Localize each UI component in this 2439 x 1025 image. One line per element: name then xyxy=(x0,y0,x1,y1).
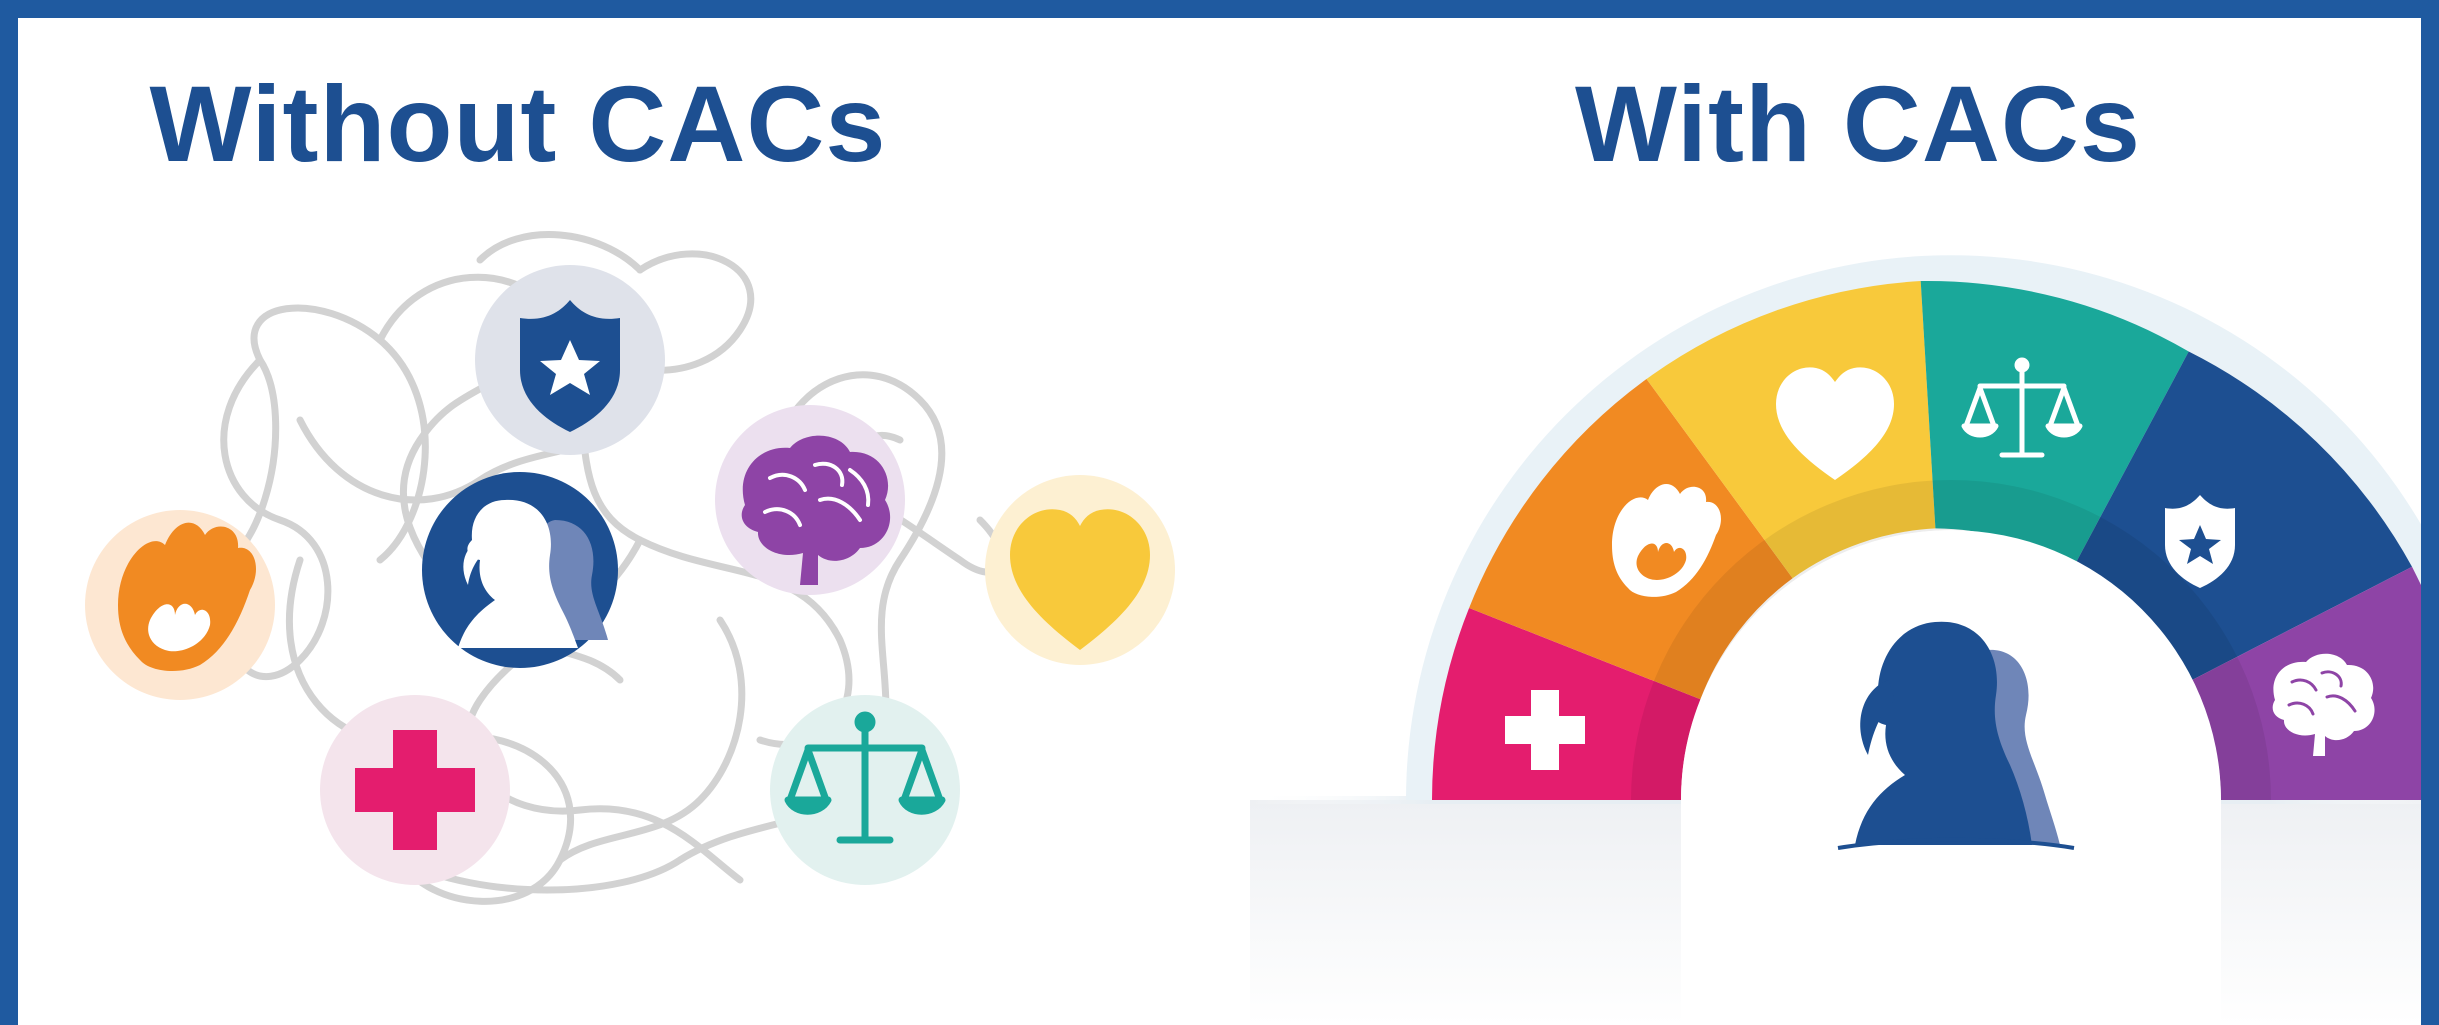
justice-scales-icon xyxy=(784,711,946,844)
brain-node xyxy=(715,405,905,595)
infographic-frame: Without CACs With CACs xyxy=(18,18,2421,1025)
children-silhouette-icon xyxy=(458,499,608,648)
helping-hand-icon xyxy=(118,522,257,672)
arch-icons xyxy=(1505,357,2375,770)
brain-icon xyxy=(2272,653,2375,756)
brain-icon xyxy=(741,435,891,585)
medical-cross-icon xyxy=(355,730,475,850)
heart-node xyxy=(985,475,1175,665)
with-cacs-title: With CACs xyxy=(1575,63,2141,184)
police-badge-icon xyxy=(2165,495,2235,588)
arch-inner-shade xyxy=(1631,480,2271,800)
helping-hand-icon xyxy=(1612,483,1721,597)
justice-scales-icon xyxy=(1961,357,2083,458)
right-panel xyxy=(1250,255,2421,1025)
heart-icon xyxy=(1776,367,1894,480)
police-badge-icon xyxy=(520,300,620,432)
hand-node xyxy=(85,510,275,700)
left-panel xyxy=(85,231,1175,905)
arch-segment-magenta xyxy=(1432,608,1701,800)
children-silhouette-icon xyxy=(1837,621,2075,850)
illustration xyxy=(85,231,2421,1025)
without-cacs-title: Without CACs xyxy=(149,63,887,184)
heart-icon xyxy=(1010,509,1150,650)
police-badge-node xyxy=(475,265,665,455)
medical-cross-icon xyxy=(1505,690,1585,770)
children-node xyxy=(422,472,618,668)
justice-node xyxy=(770,695,960,885)
arch-segment-navy xyxy=(2073,351,2412,681)
medical-node xyxy=(320,695,510,885)
